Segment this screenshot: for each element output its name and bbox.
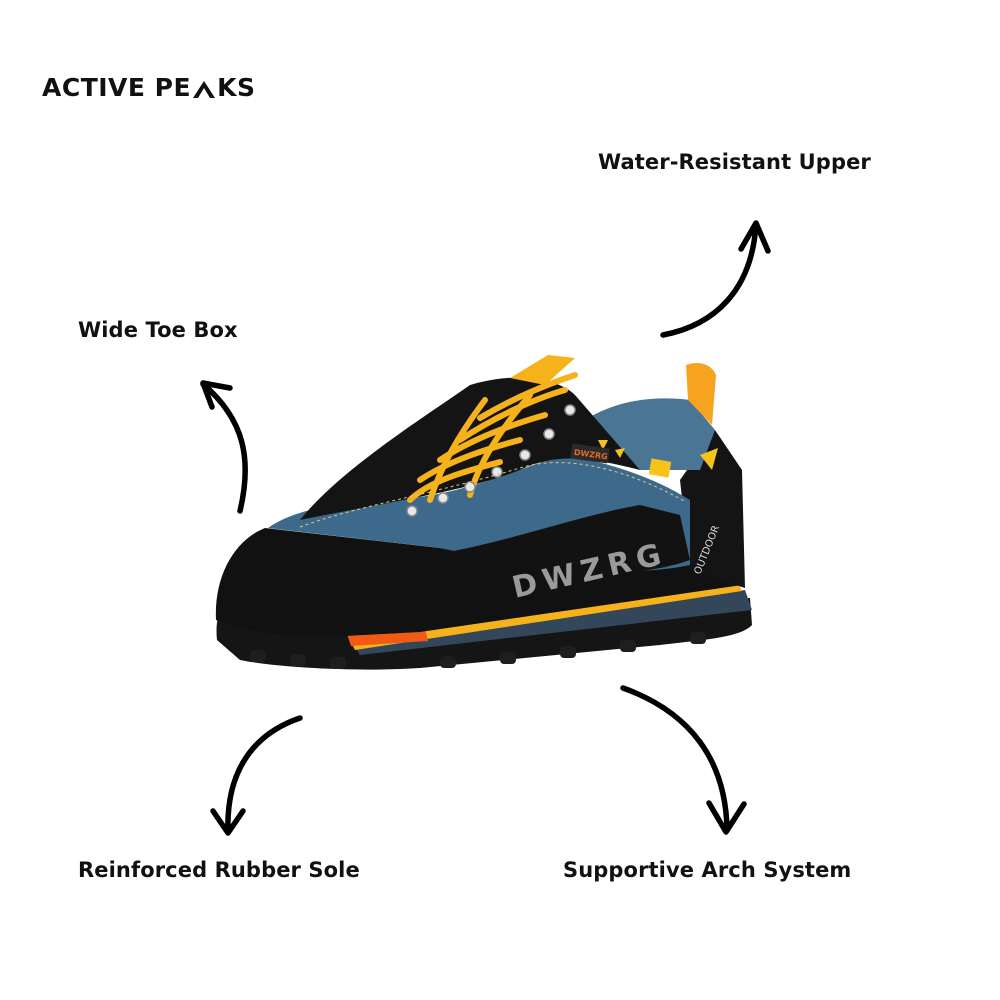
feature-label-wide-toe-box: Wide Toe Box bbox=[78, 318, 238, 342]
arrow-down-left-icon bbox=[210, 715, 303, 836]
feature-label-water-resistant-upper: Water-Resistant Upper bbox=[598, 150, 871, 174]
feature-label-reinforced-rubber-sole: Reinforced Rubber Sole bbox=[78, 858, 360, 882]
brand-logo: ACTIVE PE KS bbox=[42, 70, 255, 104]
brand-name-part1: ACTIVE PE bbox=[42, 72, 192, 102]
feature-label-supportive-arch-system: Supportive Arch System bbox=[563, 858, 852, 882]
arrow-up-left-icon bbox=[200, 380, 248, 514]
hiking-shoe-image: DWZRG DWZRG OUTDOOR bbox=[215, 355, 753, 670]
arrow-down-right-icon bbox=[620, 685, 747, 835]
brand-name-part2: KS bbox=[217, 72, 256, 102]
arrow-up-right-icon bbox=[660, 220, 771, 338]
mountain-peak-icon bbox=[193, 81, 216, 98]
